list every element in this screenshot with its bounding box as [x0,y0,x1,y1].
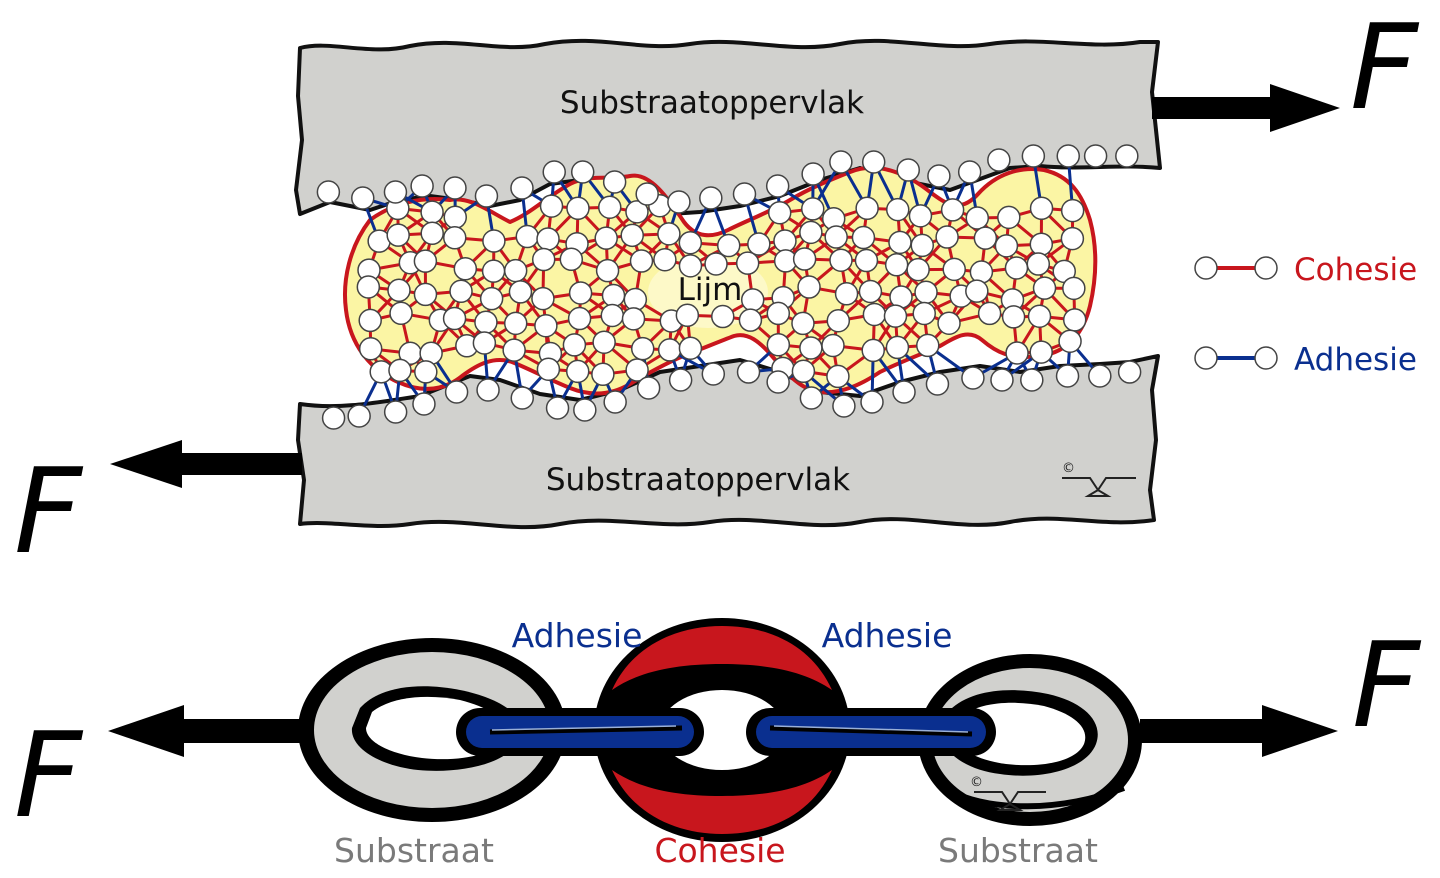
top-right-force-arrow [1152,84,1340,132]
chain-copyright-mark: © [970,775,1046,811]
legend-cohesion-label: Cohesie [1294,252,1417,288]
chain-right-force-label: F [1352,616,1422,754]
chain-left-adhesion-link [456,708,704,756]
bottom-substrate-label: Substraatoppervlak [546,462,850,498]
top-substrate-label: Substraatoppervlak [560,85,864,121]
legend: Cohesie Adhesie [1194,252,1417,378]
top-copyright-symbol: © [1062,461,1075,476]
top-illustration: Substraatoppervlak Substraatoppervlak Li… [14,0,1420,580]
chain-substrate-left-label: Substraat [334,831,494,870]
top-right-force-label: F [1350,0,1420,136]
chain-copyright-symbol: © [970,775,983,790]
molecule-network-nodes [316,144,1142,430]
chain-cohesion-label: Cohesie [654,831,785,870]
top-copyright-mark: © [1062,461,1136,497]
chain-substrate-right-label: Substraat [938,831,1098,870]
chain-adhesion-right-label: Adhesie [822,616,953,655]
legend-adhesion-label: Adhesie [1294,342,1417,378]
chain-left-force-arrow [108,705,305,757]
chain-right-adhesion-link [746,708,996,756]
top-left-force-arrow [110,440,302,488]
chain-center-cohesion-link [594,618,850,842]
chain-right-force-arrow [1140,705,1338,757]
chain-left-force-label: F [14,706,84,844]
chain-illustration: F F [14,616,1422,870]
glue-label: Lijm [678,272,743,308]
chain-adhesion-left-label: Adhesie [512,616,643,655]
legend-adhesion-symbol [1194,346,1278,370]
legend-cohesion-symbol [1194,256,1278,280]
top-left-force-label: F [14,442,84,580]
